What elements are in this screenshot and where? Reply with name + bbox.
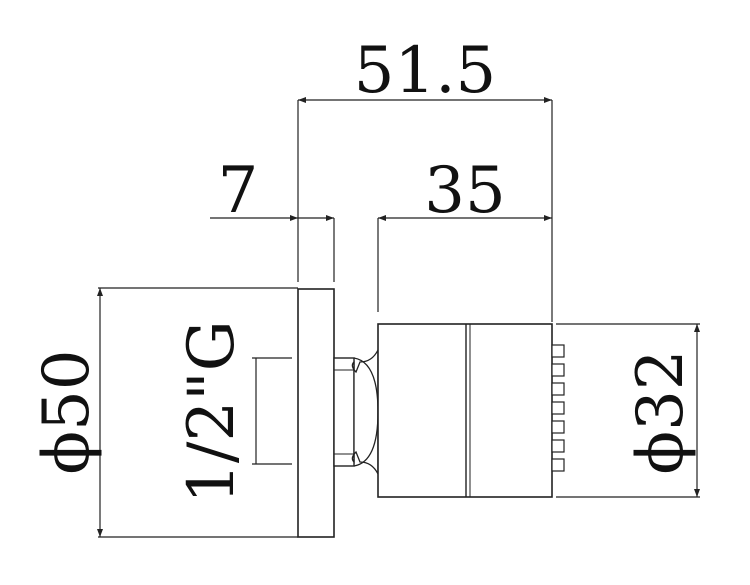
dim-thread — [252, 357, 292, 465]
label-flange-thickness: 7 — [218, 154, 259, 228]
dim-flange-thickness — [210, 215, 335, 282]
dim-head-length — [377, 215, 552, 312]
nozzle-tabs — [551, 344, 565, 472]
neck — [333, 357, 355, 467]
ball-joint — [351, 349, 379, 475]
dim-flange-diameter — [97, 287, 298, 538]
dim-overall-length — [297, 97, 553, 322]
label-head-diameter: ϕ32 — [624, 349, 698, 474]
flange — [297, 288, 335, 538]
shower-head-part — [297, 288, 565, 538]
head-body — [377, 323, 553, 498]
dim-head-diameter — [556, 323, 700, 498]
label-overall-length: 51.5 — [354, 34, 497, 108]
label-thread: 1/2"G — [175, 320, 249, 504]
label-head-length: 35 — [424, 154, 505, 228]
label-flange-diameter: ϕ50 — [30, 349, 104, 474]
